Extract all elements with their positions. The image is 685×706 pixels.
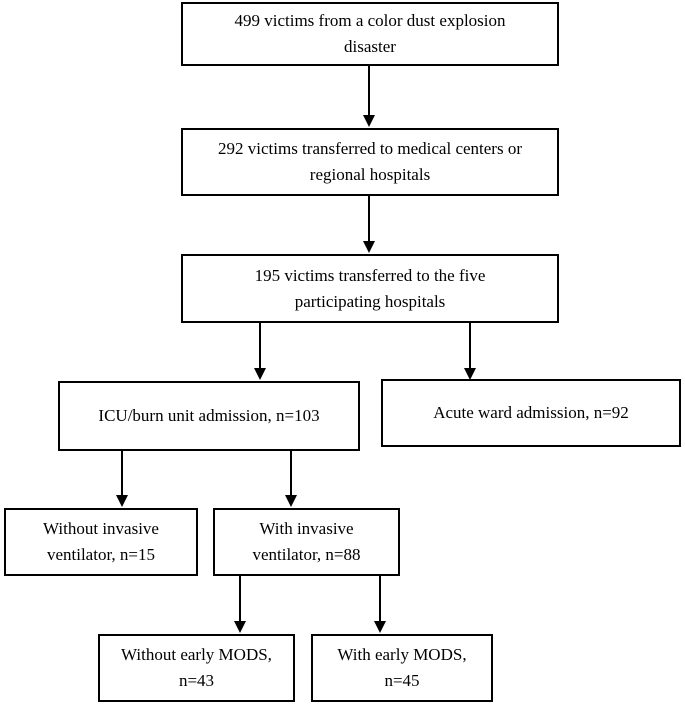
box-transferred-text: 292 victims transferred to medical cente… <box>218 139 522 184</box>
arrow-icu-to-without-ventilator <box>116 451 128 507</box>
box-total-victims: 499 victims from a color dust explosion … <box>181 2 559 66</box>
box-with-mods-text: With early MODS, n=45 <box>337 645 467 690</box>
arrow-ventilator-to-with-mods <box>374 576 386 633</box>
box-transferred-medical-centers: 292 victims transferred to medical cente… <box>181 128 559 196</box>
arrow-transferred-to-participating <box>363 196 375 253</box>
box-total-victims-text: 499 victims from a color dust explosion … <box>234 11 506 56</box>
box-with-ventilator: With invasive ventilator, n=88 <box>213 508 400 576</box>
box-with-early-mods: With early MODS, n=45 <box>311 634 493 702</box>
arrow-participating-to-acute <box>464 323 476 380</box>
arrow-participating-to-icu <box>254 323 266 380</box>
arrow-icu-to-with-ventilator <box>285 451 297 507</box>
box-without-ventilator: Without invasive ventilator, n=15 <box>4 508 198 576</box>
box-participating-hospitals: 195 victims transferred to the five part… <box>181 254 559 323</box>
box-without-early-mods: Without early MODS, n=43 <box>98 634 295 702</box>
box-without-ventilator-text: Without invasive ventilator, n=15 <box>43 519 159 564</box>
box-icu-admission: ICU/burn unit admission, n=103 <box>58 381 360 451</box>
box-without-mods-text: Without early MODS, n=43 <box>121 645 272 690</box>
box-icu-text: ICU/burn unit admission, n=103 <box>98 406 320 425</box>
box-participating-text: 195 victims transferred to the five part… <box>254 265 486 311</box>
box-acute-ward: Acute ward admission, n=92 <box>381 379 681 447</box>
box-with-ventilator-text: With invasive ventilator, n=88 <box>252 519 361 564</box>
arrow-total-to-transferred <box>363 66 375 127</box>
arrow-ventilator-to-without-mods <box>234 576 246 633</box>
box-acute-text: Acute ward admission, n=92 <box>433 403 629 422</box>
